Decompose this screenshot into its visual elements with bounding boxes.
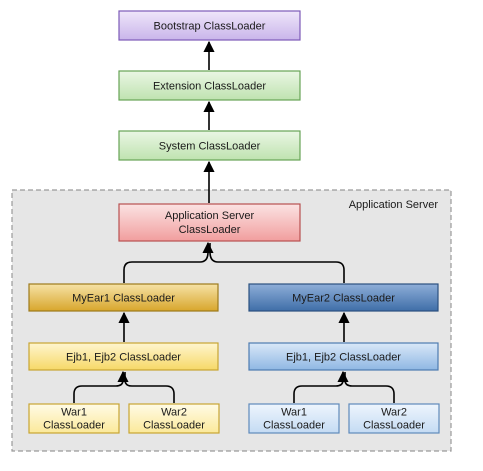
system-classloader-node: System ClassLoader — [118, 130, 301, 161]
war1-classloader-left-node: War1 ClassLoader — [28, 403, 120, 434]
myear2-classloader-label: MyEar2 ClassLoader — [292, 293, 395, 305]
war1-classloader-right-label-line2: ClassLoader — [263, 420, 325, 432]
war1-classloader-right-label-line1: War1 — [281, 407, 307, 419]
war1-classloader-right-node: War1 ClassLoader — [248, 403, 340, 434]
war2-classloader-right-label-line1: War2 — [381, 407, 407, 419]
application-server-classloader-node: Application Server ClassLoader — [118, 203, 301, 242]
arrow-myear2-to-appserver — [209, 243, 345, 283]
myear1-classloader-node: MyEar1 ClassLoader — [28, 283, 219, 312]
application-server-classloader-label-line1: Application Server — [165, 210, 255, 222]
arrow-war1-left-to-ejb-left — [73, 370, 129, 403]
war1-classloader-left-label-line1: War1 — [61, 407, 87, 419]
bootstrap-classloader-label: Bootstrap ClassLoader — [154, 21, 266, 33]
war2-classloader-left-label-line2: ClassLoader — [143, 420, 205, 432]
myear2-classloader-node: MyEar2 ClassLoader — [248, 283, 439, 312]
ejb-classloader-right-label: Ejb1, Ejb2 ClassLoader — [286, 352, 401, 364]
application-server-container-label: Application Server — [349, 199, 439, 211]
application-server-classloader-label-line2: ClassLoader — [179, 224, 241, 236]
war2-classloader-right-label-line2: ClassLoader — [363, 420, 425, 432]
arrow-war2-right-to-ejb-right — [344, 372, 395, 403]
connectors — [73, 40, 395, 403]
war2-classloader-left-node: War2 ClassLoader — [128, 403, 220, 434]
system-classloader-label: System ClassLoader — [159, 141, 261, 153]
extension-classloader-node: Extension ClassLoader — [118, 70, 301, 101]
bootstrap-classloader-node: Bootstrap ClassLoader — [118, 10, 301, 41]
war2-classloader-left-label-line1: War2 — [161, 407, 187, 419]
ejb-classloader-right-node: Ejb1, Ejb2 ClassLoader — [248, 342, 439, 371]
war2-classloader-right-node: War2 ClassLoader — [348, 403, 440, 434]
arrow-war1-right-to-ejb-right — [293, 370, 349, 403]
ejb-classloader-left-node: Ejb1, Ejb2 ClassLoader — [28, 342, 219, 371]
arrow-myear1-to-appserver — [123, 241, 214, 283]
extension-classloader-label: Extension ClassLoader — [153, 81, 266, 93]
arrow-war2-left-to-ejb-left — [124, 372, 175, 403]
myear1-classloader-label: MyEar1 ClassLoader — [72, 293, 175, 305]
ejb-classloader-left-label: Ejb1, Ejb2 ClassLoader — [66, 352, 181, 364]
war1-classloader-left-label-line2: ClassLoader — [43, 420, 105, 432]
